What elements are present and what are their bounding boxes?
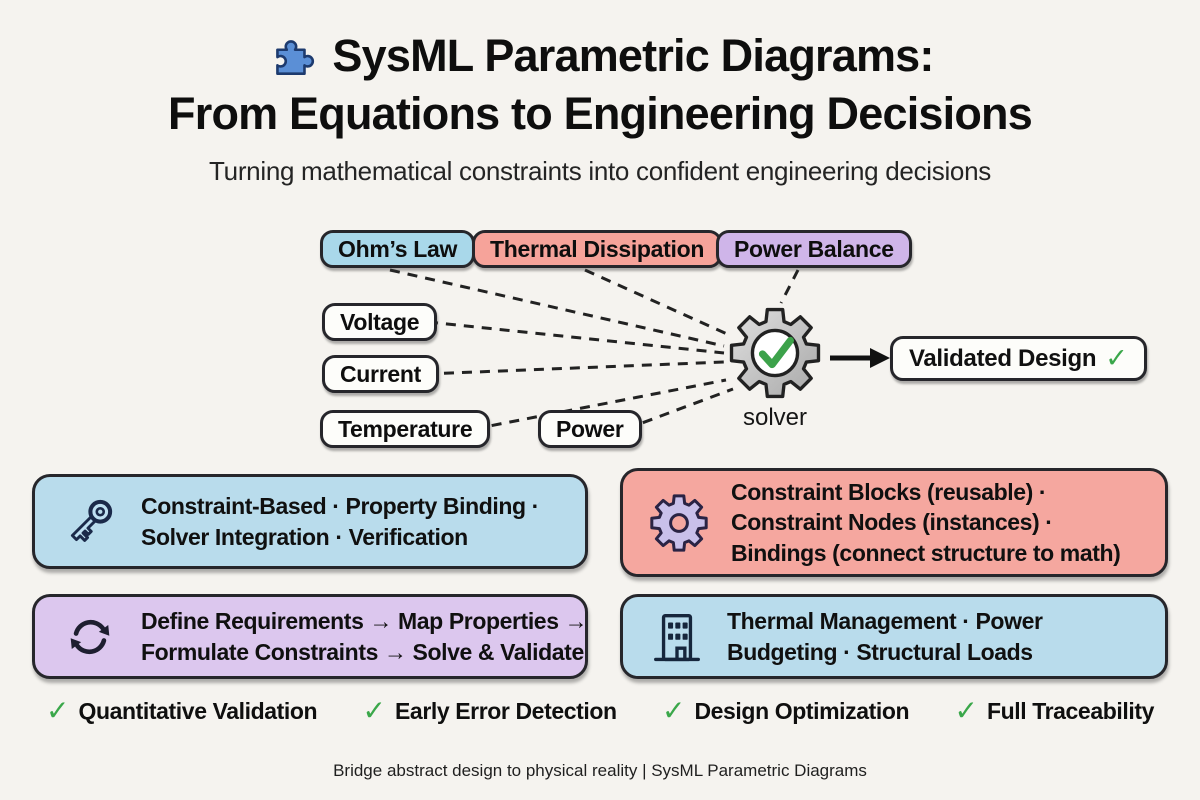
puzzle-icon	[276, 40, 315, 75]
property-current: Current	[322, 355, 439, 393]
benefit-label: Early Error Detection	[394, 697, 617, 724]
panel-text-line: Formulate Constraints → Solve & Validate	[141, 638, 584, 665]
check-icon: ✓	[1105, 343, 1128, 373]
footer-tagline: Bridge abstract design to physical reali…	[333, 761, 867, 780]
panel-text-line: Thermal Management · Power	[727, 608, 1043, 635]
panel-text-line: Bindings (connect structure to math)	[731, 539, 1121, 566]
property-temperature: Temperature	[320, 410, 491, 448]
benefit-item: ✓ Early Error Detection	[362, 695, 618, 726]
property-voltage: Voltage	[322, 303, 438, 341]
result-arrow	[830, 348, 890, 368]
benefit-label: Full Traceability	[986, 697, 1154, 724]
check-icon: ✓	[954, 695, 978, 726]
panel-applications: Thermal Management · Power Budgeting · S…	[620, 594, 1168, 679]
constraint-block-power-balance: Power Balance	[716, 230, 912, 268]
constraint-block-thermal: Thermal Dissipation	[472, 230, 723, 268]
benefit-item: ✓ Full Traceability	[954, 697, 1154, 725]
benefit-item: ✓ Quantitative Validation	[46, 695, 318, 726]
panel-key-features-text: Constraint-Based · Property Binding · So…	[141, 491, 539, 552]
solver-gear-icon	[729, 307, 821, 399]
panel-workflow: Define Requirements → Map Properties → F…	[32, 594, 588, 679]
panel-text-line: Constraint-Based · Property Binding ·	[141, 493, 539, 520]
check-icon: ✓	[661, 695, 686, 726]
benefit-item: ✓ Design Optimization	[661, 695, 910, 726]
validated-design-box: Validated Design ✓	[890, 336, 1147, 381]
panel-applications-text: Thermal Management · Power Budgeting · S…	[727, 606, 1043, 667]
page-title-line2: From Equations to Engineering Decisions	[168, 88, 1033, 139]
parametric-diagram: Ohm’s Law Thermal Dissipation Power Bala…	[0, 210, 1200, 460]
panel-text-line: Constraint Nodes (instances) ·	[731, 509, 1053, 536]
benefit-label: Quantitative Validation	[78, 697, 318, 724]
panel-workflow-text: Define Requirements → Map Properties → F…	[141, 606, 588, 667]
property-power: Power	[538, 410, 642, 448]
panel-text-line: Solver Integration · Verification	[141, 523, 468, 550]
check-icon: ✓	[362, 695, 386, 726]
panel-key-features: Constraint-Based · Property Binding · So…	[32, 474, 588, 569]
building-icon	[649, 608, 705, 666]
benefit-label: Design Optimization	[694, 697, 910, 724]
cycle-icon	[61, 608, 119, 666]
panel-text-line: Budgeting · Structural Loads	[727, 638, 1033, 665]
check-icon	[758, 336, 794, 369]
solver-label: solver	[742, 404, 808, 431]
gear-icon	[649, 493, 709, 553]
panel-building-blocks-text: Constraint Blocks (reusable) · Constrain…	[731, 477, 1121, 568]
page-title-line1: SysML Parametric Diagrams:	[0, 26, 1200, 86]
key-icon	[61, 491, 119, 553]
header: SysML Parametric Diagrams: From Equation…	[0, 26, 1200, 187]
panel-text-line: Constraint Blocks (reusable) ·	[731, 478, 1047, 505]
panel-building-blocks: Constraint Blocks (reusable) · Constrain…	[620, 468, 1168, 577]
benefits-row: ✓ Quantitative Validation ✓ Early Error …	[0, 697, 1200, 725]
page-subtitle: Turning mathematical constraints into co…	[209, 156, 991, 186]
panel-text-line: Define Requirements → Map Properties →	[141, 608, 588, 635]
constraint-block-ohms-law: Ohm’s Law	[320, 230, 476, 268]
validated-design-label: Validated Design	[909, 344, 1097, 372]
check-icon: ✓	[46, 695, 70, 726]
title-text-line1: SysML Parametric Diagrams:	[332, 30, 934, 81]
